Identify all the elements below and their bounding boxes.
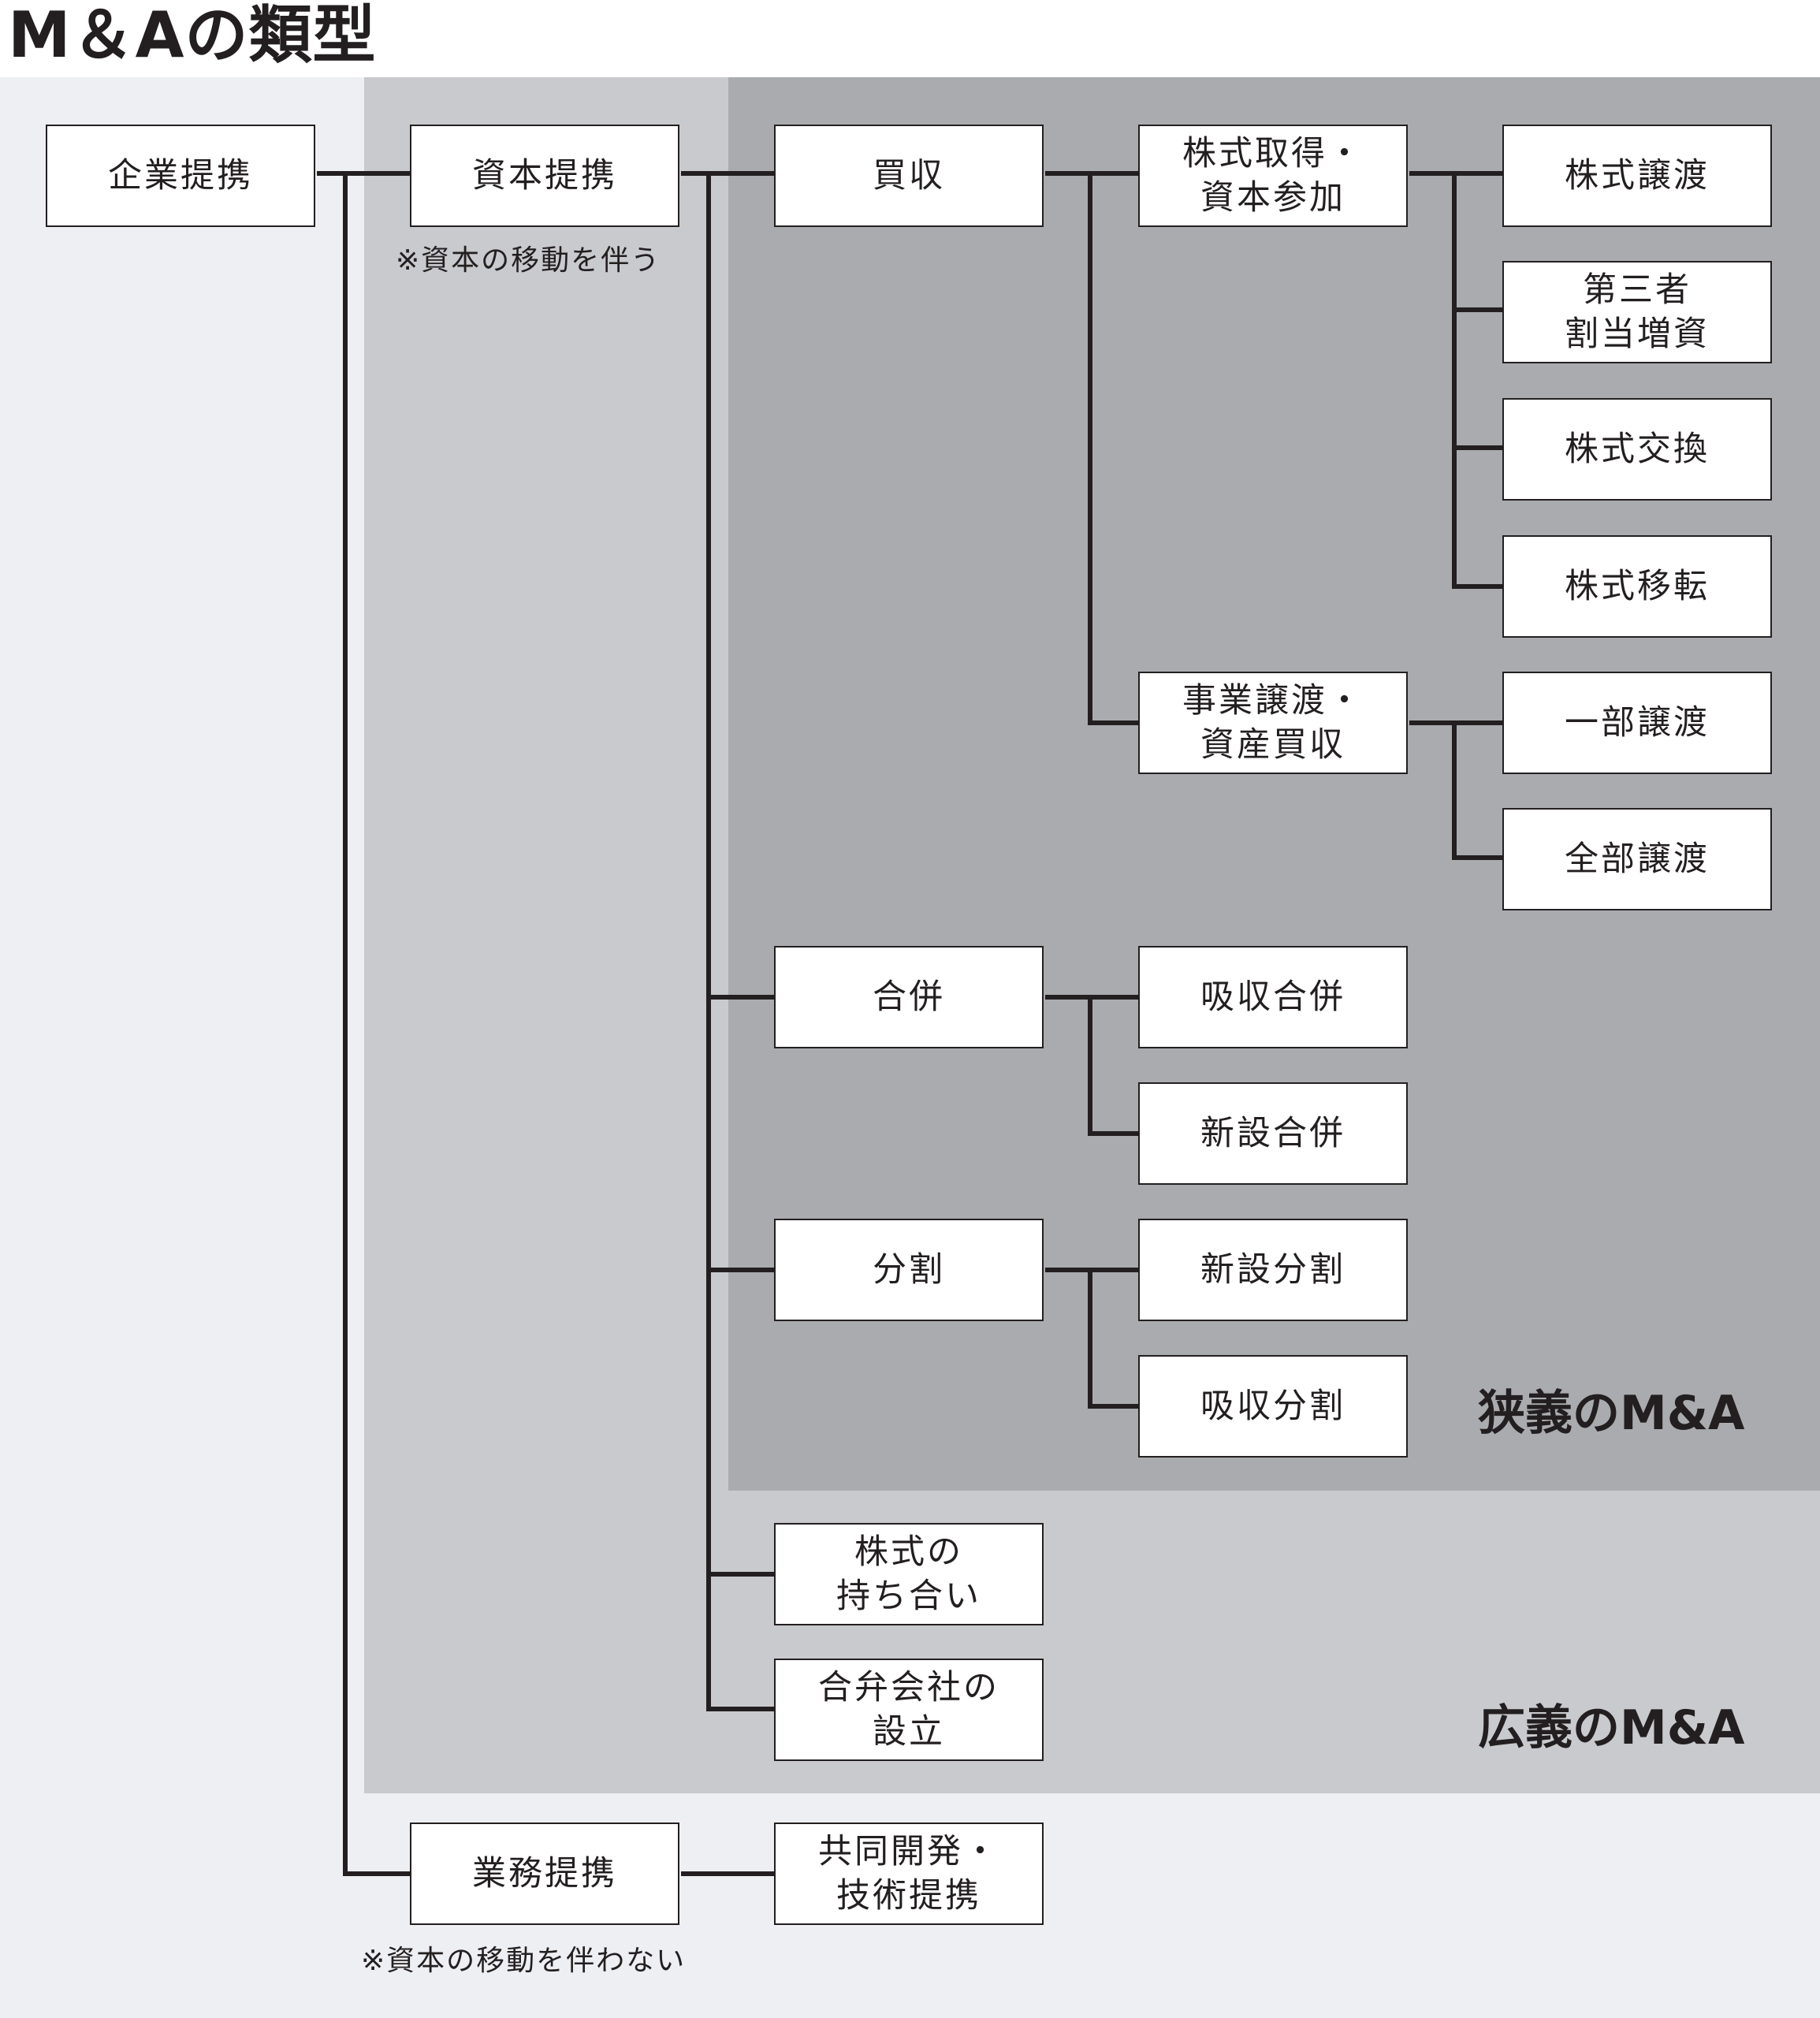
connector [681, 171, 774, 176]
node-business-alliance: 業務提携 [410, 1823, 679, 1925]
node-label-line2: 技術提携 [836, 1876, 981, 1916]
node-acquisition: 買収 [774, 125, 1044, 227]
connector [1088, 995, 1092, 1136]
connector [343, 1871, 410, 1876]
node-business-transfer: 事業譲渡・ 資産買収 [1138, 672, 1408, 774]
node-share-acquisition: 株式取得・ 資本参加 [1138, 125, 1408, 227]
node-consolidation-merger: 新設合併 [1138, 1082, 1408, 1185]
connector [706, 171, 711, 1711]
connector [1088, 1404, 1138, 1409]
node-label-line2: 資産買収 [1200, 725, 1345, 765]
connector [1452, 855, 1502, 860]
no-capital-movement-note: ※資本の移動を伴わない [361, 1945, 687, 1977]
node-joint-venture: 合弁会社の 設立 [774, 1659, 1044, 1761]
node-label: 一部譲渡 [1565, 703, 1710, 743]
node-incorporation-split: 新設分割 [1138, 1219, 1408, 1321]
narrow-ma-label: 狭義のM&A [1478, 1386, 1745, 1441]
node-label-line1: 株式取得・ [1182, 134, 1364, 173]
connector [706, 995, 774, 1000]
connector [706, 1707, 774, 1711]
node-label-line1: 第三者 [1583, 270, 1692, 310]
node-label: 新設合併 [1200, 1114, 1345, 1153]
connector [1452, 445, 1502, 450]
node-absorption-split: 吸収分割 [1138, 1355, 1408, 1458]
connector [706, 1572, 774, 1577]
node-label: 全部譲渡 [1565, 840, 1710, 879]
node-label-line1: 共同開発・ [818, 1832, 999, 1871]
connector [681, 1871, 774, 1876]
connector [1452, 307, 1502, 312]
node-split: 分割 [774, 1219, 1044, 1321]
node-label: 吸収分割 [1200, 1387, 1345, 1426]
node-share-transfer: 株式譲渡 [1502, 125, 1772, 227]
node-label-line2: 資本参加 [1200, 178, 1345, 218]
capital-movement-note: ※資本の移動を伴う [396, 244, 661, 277]
node-label: 新設分割 [1200, 1250, 1345, 1290]
node-full-transfer: 全部譲渡 [1502, 808, 1772, 910]
connector [1088, 1131, 1138, 1136]
node-corporate-alliance: 企業提携 [46, 125, 315, 227]
connector [1088, 1268, 1092, 1409]
node-joint-development: 共同開発・ 技術提携 [774, 1823, 1044, 1925]
connector [343, 171, 348, 1876]
connector [317, 171, 410, 176]
node-label: 業務提携 [472, 1854, 617, 1893]
connector [1452, 720, 1457, 860]
connector [706, 1268, 774, 1272]
node-label: 買収 [873, 156, 945, 195]
node-label: 吸収合併 [1200, 977, 1345, 1017]
node-label: 株式譲渡 [1565, 156, 1710, 195]
node-label-line1: 株式の [854, 1532, 963, 1572]
node-label: 資本提携 [472, 156, 617, 195]
node-label: 株式移転 [1565, 567, 1710, 606]
node-share-exchange: 株式交換 [1502, 398, 1772, 501]
node-label: 株式交換 [1565, 430, 1710, 469]
node-share-transfer-holding: 株式移転 [1502, 535, 1772, 638]
connector [1452, 584, 1502, 589]
connector [1088, 171, 1092, 725]
diagram-title: M＆Aの類型 [8, 0, 377, 72]
node-merger: 合併 [774, 946, 1044, 1048]
node-label-line1: 合弁会社の [818, 1668, 999, 1707]
node-third-party-allotment: 第三者 割当増資 [1502, 261, 1772, 363]
node-absorption-merger: 吸収合併 [1138, 946, 1408, 1048]
node-partial-transfer: 一部譲渡 [1502, 672, 1772, 774]
node-cross-shareholding: 株式の 持ち合い [774, 1523, 1044, 1625]
connector [1088, 720, 1138, 725]
node-label-line2: 持ち合い [836, 1577, 981, 1616]
node-capital-alliance: 資本提携 [410, 125, 679, 227]
node-label-line1: 事業譲渡・ [1182, 681, 1364, 720]
node-label-line2: 設立 [873, 1712, 945, 1752]
connector [1452, 171, 1457, 589]
node-label-line2: 割当増資 [1565, 315, 1710, 354]
node-label: 合併 [873, 977, 945, 1017]
node-label: 分割 [873, 1250, 945, 1290]
broad-ma-label: 広義のM&A [1478, 1700, 1745, 1756]
node-label: 企業提携 [108, 156, 253, 195]
